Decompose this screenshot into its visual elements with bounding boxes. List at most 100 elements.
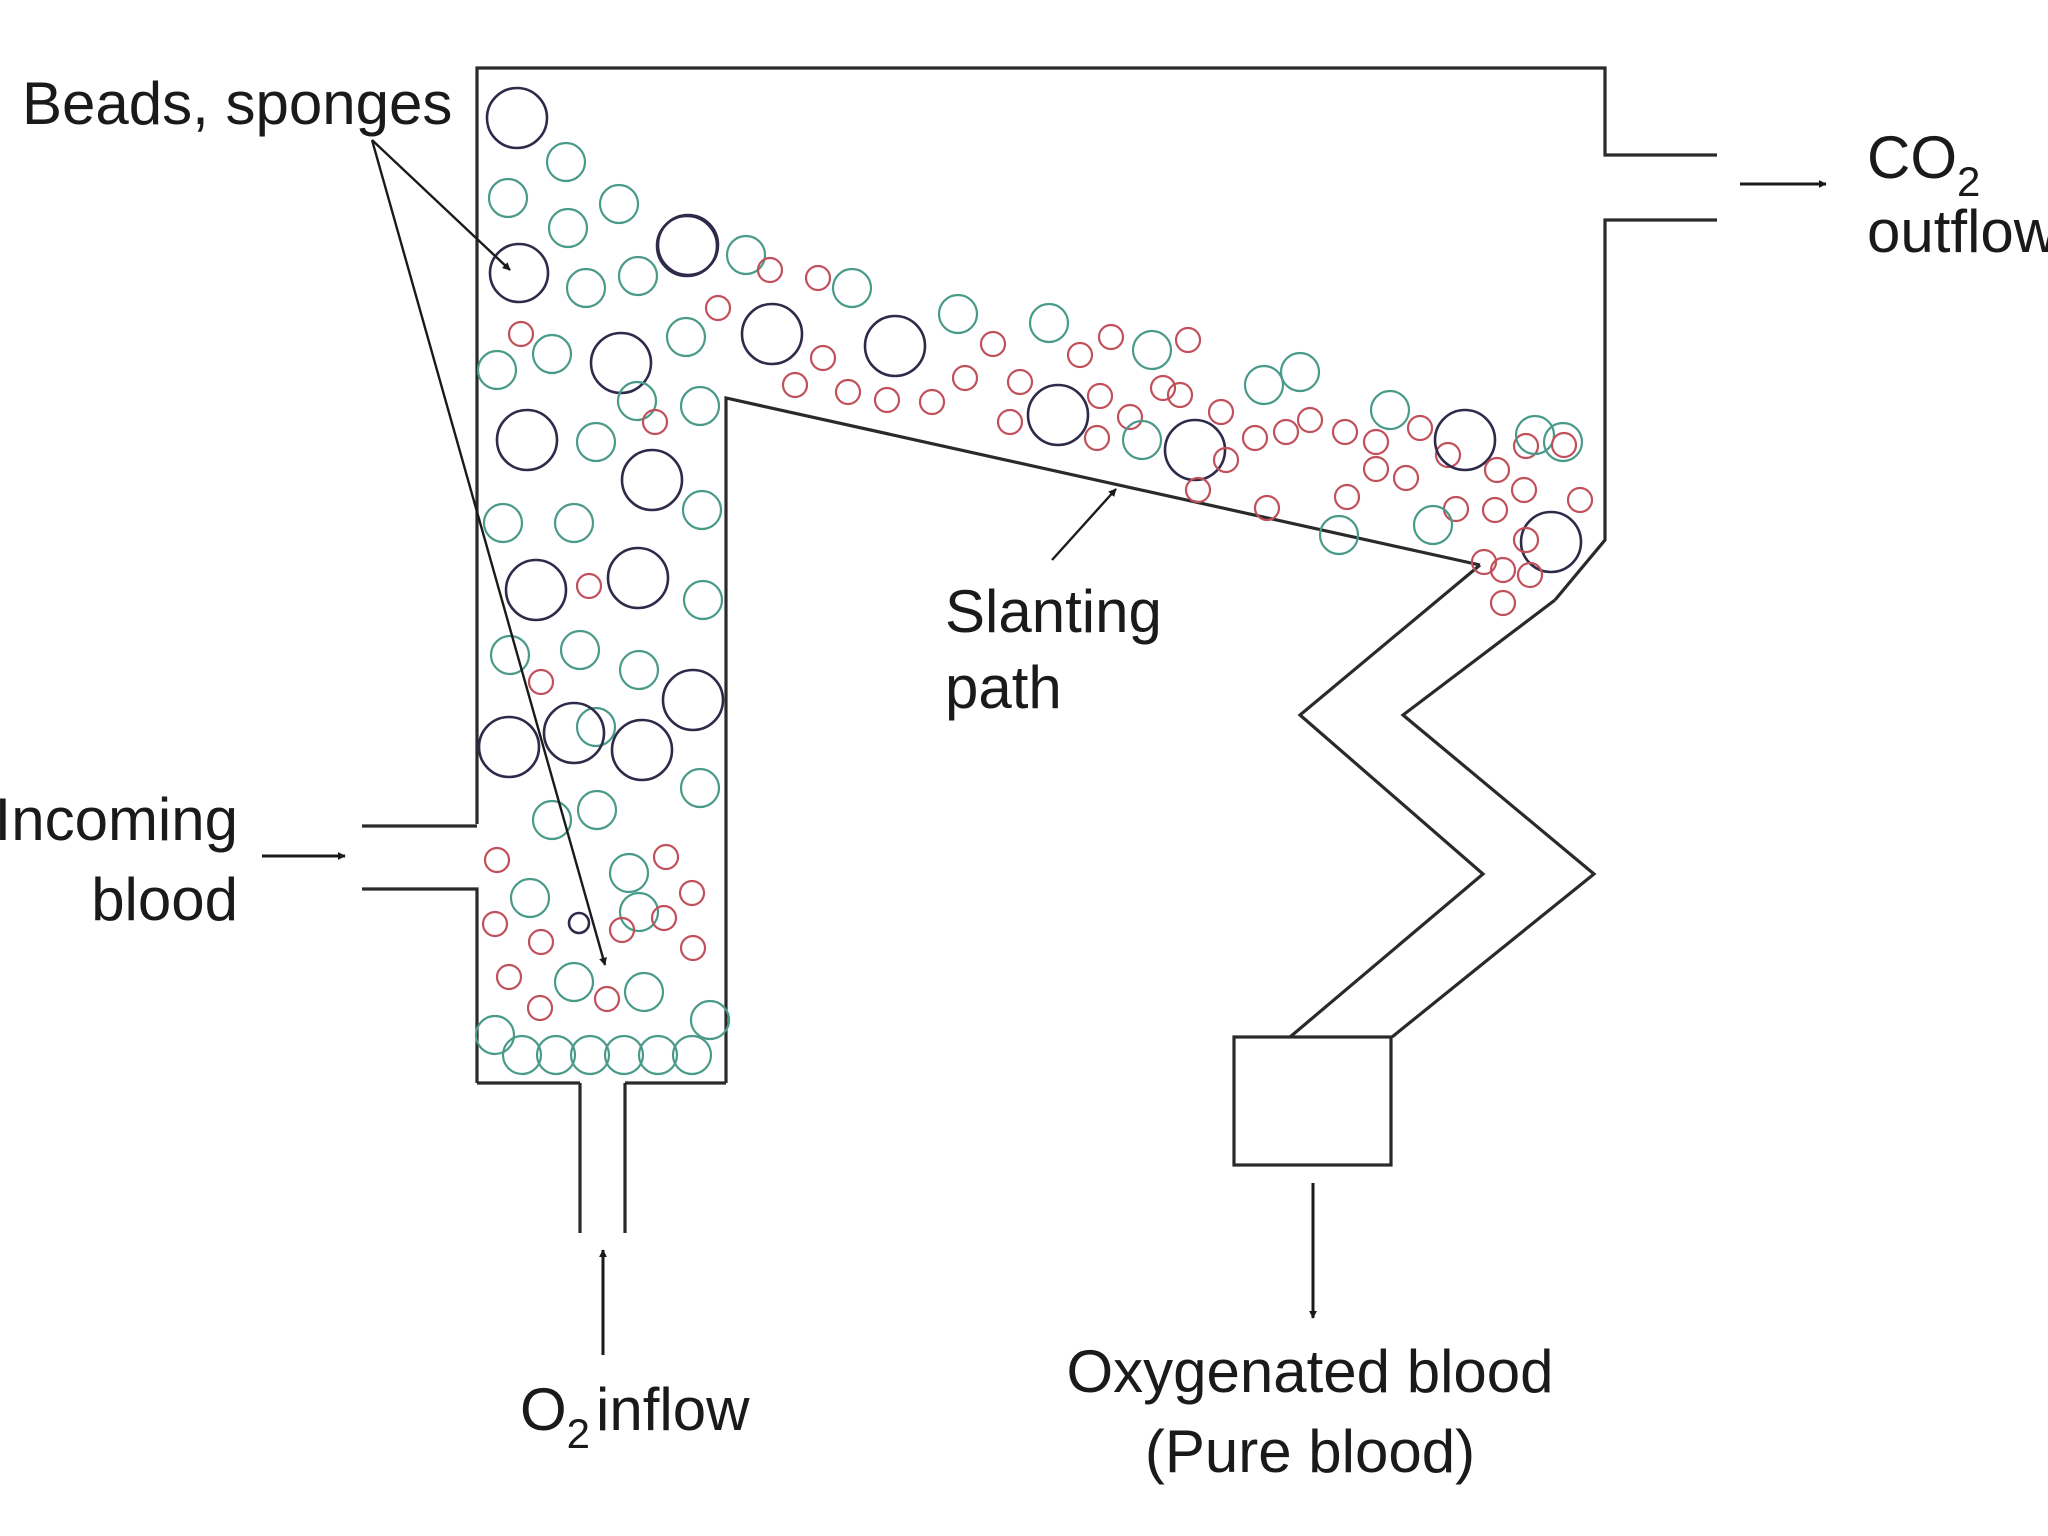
blood-cell-circle — [527, 928, 555, 956]
sponge-circle — [553, 961, 595, 1003]
blood-cell-circle — [781, 371, 809, 399]
blood-cell-circle — [526, 994, 554, 1022]
blood-cell-circle — [756, 256, 784, 284]
leader-lines — [370, 139, 1117, 966]
sponge-circle — [1279, 351, 1321, 393]
sponge-circle — [569, 1034, 611, 1076]
sponge-circle — [1028, 302, 1070, 344]
packing-particles — [474, 86, 1594, 1076]
sponge-circle — [1243, 364, 1285, 406]
blood-cell-circle — [1241, 424, 1269, 452]
sponge-circle — [937, 293, 979, 335]
blood-cell-circle — [1083, 424, 1111, 452]
blood-cell-circle — [979, 330, 1007, 358]
sponge-circle — [535, 1034, 577, 1076]
blood-cell-circle — [1272, 418, 1300, 446]
blood-cell-circle — [678, 879, 706, 907]
bead-circle — [542, 701, 606, 765]
o2-rest: inflow — [596, 1376, 750, 1443]
sponge-circle — [679, 767, 721, 809]
blood-cell-circle — [1097, 323, 1125, 351]
o2-main: O — [520, 1376, 567, 1443]
blood-cell-circle — [1207, 398, 1235, 426]
sponge-circle — [689, 999, 731, 1041]
slanting-path-line1: Slanting — [945, 578, 1162, 645]
bead-circle — [655, 214, 719, 278]
blood-cell-circle — [804, 264, 832, 292]
blood-cell-circle — [918, 388, 946, 416]
blood-cell-circle — [1006, 368, 1034, 396]
bead-circle — [495, 408, 559, 472]
sponge-circle — [565, 267, 607, 309]
slanting-path-line2: path — [945, 654, 1062, 721]
incoming-blood-line2: blood — [91, 866, 238, 933]
bead-circle — [1163, 418, 1227, 482]
sponge-circle — [1542, 421, 1584, 463]
blood-cell-circle — [593, 985, 621, 1013]
blood-cell-circle — [1442, 495, 1470, 523]
sponge-circle — [545, 141, 587, 183]
blood-cell-circle — [1116, 403, 1144, 431]
blood-cell-circle — [873, 386, 901, 414]
blood-cell-circle — [1362, 428, 1390, 456]
blood-cell-circle — [996, 408, 1024, 436]
blood-cell-circle — [1392, 464, 1420, 492]
blood-cell-circle — [1516, 561, 1544, 589]
beads-sponges-label: Beads, sponges — [22, 70, 452, 137]
bead-circle — [488, 242, 550, 304]
sponge-circle — [1121, 419, 1163, 461]
blood-cell-circle — [1489, 589, 1517, 617]
bead-circle — [477, 715, 541, 779]
bead-circle — [504, 558, 568, 622]
blood-cell-circle — [1512, 432, 1540, 460]
sponge-circle — [575, 706, 617, 748]
sponge-circle — [603, 1034, 645, 1076]
beads-leader-upper — [371, 139, 511, 271]
blood-cell-circle — [1331, 418, 1359, 446]
blood-cell-circle — [1434, 441, 1462, 469]
blood-cell-circle — [575, 572, 603, 600]
sponge-circle — [547, 207, 589, 249]
oxygenated-blood-line2: (Pure blood) — [1145, 1418, 1475, 1485]
bead-circle — [1519, 510, 1583, 574]
sponge-circle — [501, 1034, 543, 1076]
blood-cell-circle — [1333, 483, 1361, 511]
bead-circle — [620, 448, 684, 512]
sponge-circle — [671, 1034, 713, 1076]
bead-circle — [589, 331, 653, 395]
bead-circle — [661, 668, 725, 732]
blood-cell-circle — [1184, 476, 1212, 504]
sponge-circle — [616, 380, 658, 422]
sponge-circle — [831, 267, 873, 309]
collection-box — [1232, 1035, 1393, 1167]
sponge-circle — [682, 579, 724, 621]
incoming-blood-line1: Incoming — [0, 786, 238, 853]
oxygenator-vessel — [362, 66, 1717, 1233]
blood-cell-circle — [650, 904, 678, 932]
sponge-circle — [1131, 329, 1173, 371]
sponge-circle — [598, 183, 640, 225]
sponge-circle — [637, 1034, 679, 1076]
blood-cell-circle — [608, 916, 636, 944]
flow-arrows — [262, 180, 1827, 1355]
blood-cell-circle — [527, 668, 555, 696]
sponge-circle — [1412, 504, 1454, 546]
sponge-circle — [1318, 514, 1360, 556]
sponge-circle — [531, 333, 573, 375]
blood-cell-circle — [1406, 414, 1434, 442]
blood-cell-circle — [1483, 456, 1511, 484]
blood-cell-circle — [1149, 374, 1177, 402]
sponge-circle — [476, 349, 518, 391]
blood-cell-circle — [1566, 486, 1594, 514]
sponge-circle — [482, 502, 524, 544]
sponge-circle — [725, 234, 767, 276]
co2-outflow-line2: outflow — [1867, 198, 2048, 265]
blood-cell-circle — [1489, 556, 1517, 584]
blood-cell-circle — [1470, 548, 1498, 576]
bead-circle — [1026, 383, 1090, 447]
slanting-leader — [1051, 488, 1117, 561]
sponge-circle — [575, 421, 617, 463]
bead-circle — [1433, 408, 1497, 472]
